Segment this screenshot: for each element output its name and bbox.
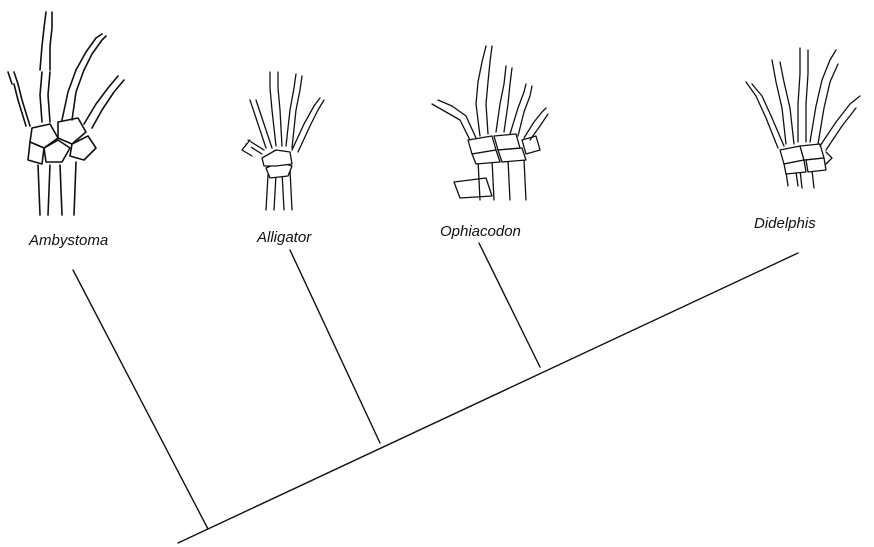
taxon-label-alligator: Alligator xyxy=(257,229,311,246)
salamander-forelimb-skeleton-icon xyxy=(8,12,124,215)
branch-alligator xyxy=(290,250,380,443)
opossum-forelimb-skeleton-icon xyxy=(746,48,860,188)
main-trunk-line xyxy=(178,253,798,543)
taxon-label-didelphis: Didelphis xyxy=(754,215,816,232)
branch-ambystoma xyxy=(73,270,208,529)
alligator-forelimb-skeleton-icon xyxy=(242,72,324,210)
synapsid-forelimb-skeleton-icon xyxy=(432,46,548,200)
taxon-label-ophiacodon: Ophiacodon xyxy=(440,223,521,240)
taxon-label-ambystoma: Ambystoma xyxy=(29,232,108,249)
branch-ophiacodon xyxy=(479,243,540,367)
